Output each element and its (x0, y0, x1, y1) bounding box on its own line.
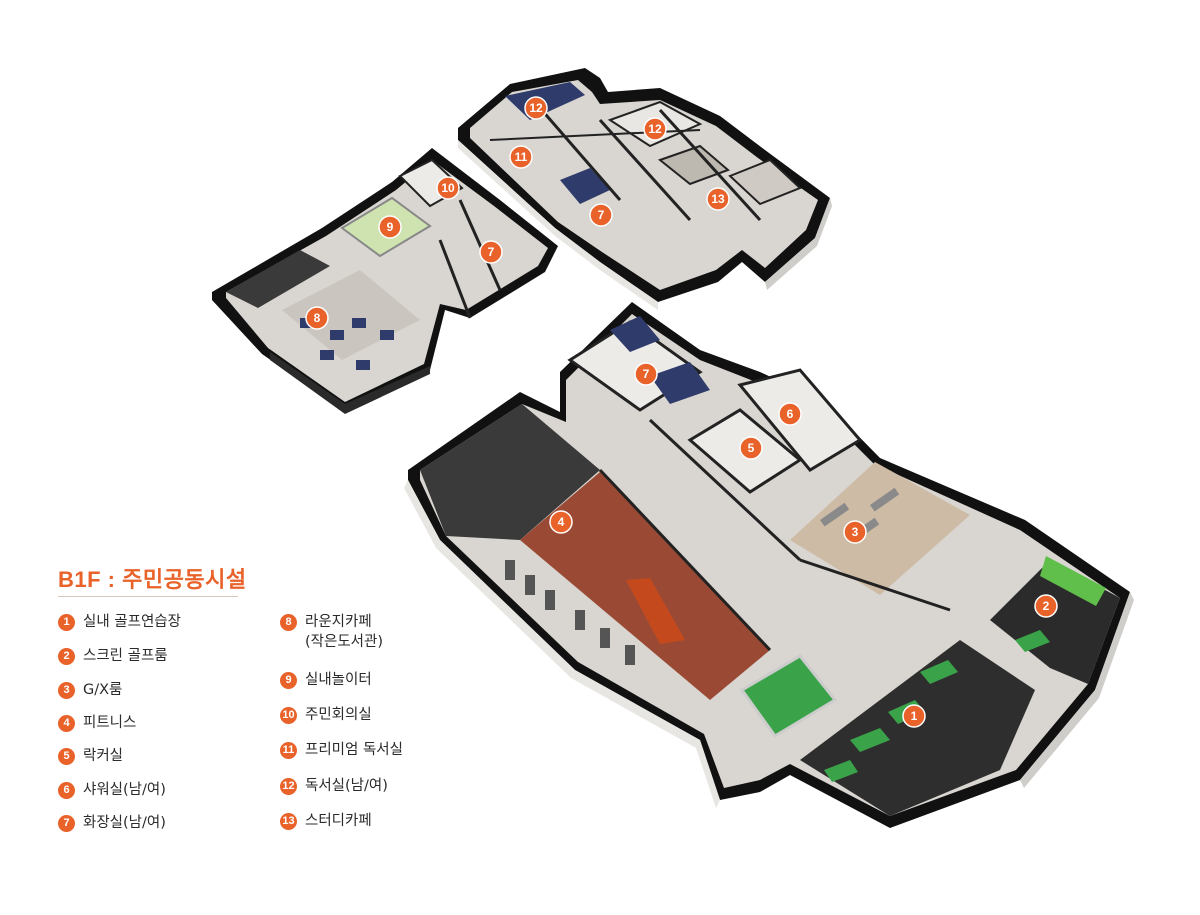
marker-12a: 12 (524, 96, 548, 120)
legend-item: 9 실내놀이터 (280, 670, 372, 690)
legend-label: 락커실 (83, 748, 124, 764)
svg-text:9: 9 (387, 220, 394, 234)
legend-number: 6 (58, 782, 75, 799)
marker-4: 4 (549, 510, 573, 534)
svg-text:1: 1 (911, 709, 918, 723)
marker-7-reading: 7 (589, 203, 613, 227)
svg-text:11: 11 (515, 150, 528, 164)
svg-text:3: 3 (852, 525, 859, 539)
legend-item: 2 스크린 골프룸 (58, 646, 168, 666)
legend-label-sub: (작은도서관) (305, 634, 384, 650)
legend-label: 스터디카페 (305, 813, 372, 829)
marker-8: 8 (305, 306, 329, 330)
svg-text:7: 7 (488, 245, 495, 259)
svg-text:6: 6 (787, 407, 794, 421)
marker-6: 6 (778, 402, 802, 426)
marker-12b: 12 (643, 117, 667, 141)
legend-divider (58, 596, 238, 597)
svg-text:13: 13 (711, 192, 725, 206)
svg-text:7: 7 (643, 367, 650, 381)
legend-item: 6 샤워실(남/여) (58, 780, 166, 800)
block-lounge (212, 148, 558, 414)
block-reading-rooms (458, 68, 832, 310)
svg-text:12: 12 (529, 101, 543, 115)
marker-2: 2 (1034, 594, 1058, 618)
legend-number: 13 (280, 813, 297, 830)
legend-label: 피트니스 (83, 715, 137, 731)
legend-label: 프리미엄 독서실 (305, 742, 403, 758)
marker-1: 1 (902, 704, 926, 728)
legend-label: 화장실(남/여) (83, 815, 166, 831)
legend-number: 8 (280, 614, 297, 631)
legend-number: 4 (58, 715, 75, 732)
legend-item: 13 스터디카페 (280, 811, 372, 831)
svg-text:2: 2 (1043, 599, 1050, 613)
marker-9: 9 (378, 215, 402, 239)
legend-number: 9 (280, 672, 297, 689)
legend-item: 12 독서실(남/여) (280, 776, 388, 796)
legend-item: 5 락커실 (58, 746, 123, 766)
marker-11: 11 (509, 145, 533, 169)
svg-text:5: 5 (748, 441, 755, 455)
svg-text:8: 8 (314, 311, 321, 325)
legend-number: 1 (58, 614, 75, 631)
legend-item: 10 주민회의실 (280, 705, 372, 725)
legend-item: 7 화장실(남/여) (58, 813, 166, 833)
legend-number: 5 (58, 748, 75, 765)
block-main (404, 302, 1134, 828)
legend-label: 주민회의실 (305, 707, 372, 723)
svg-text:7: 7 (598, 208, 605, 222)
legend-item: 3 G/X룸 (58, 680, 122, 700)
legend-number: 7 (58, 815, 75, 832)
marker-7-main: 7 (634, 362, 658, 386)
legend-label: 스크린 골프룸 (83, 648, 168, 664)
legend-label: 실내 골프연습장 (83, 614, 181, 630)
legend-number: 3 (58, 682, 75, 699)
marker-13: 13 (706, 187, 730, 211)
legend-item: 8 라운지카페 (작은도서관) (280, 612, 383, 652)
marker-10: 10 (436, 176, 460, 200)
marker-5: 5 (739, 436, 763, 460)
legend-label: 독서실(남/여) (305, 778, 388, 794)
marker-3: 3 (843, 520, 867, 544)
legend-title: B1F : 주민공동시설 (58, 567, 247, 592)
legend-item: 11 프리미엄 독서실 (280, 740, 403, 760)
legend-number: 12 (280, 778, 297, 795)
legend-label: 라운지카페 (305, 614, 372, 630)
legend-number: 10 (280, 707, 297, 724)
marker-7-lounge: 7 (479, 240, 503, 264)
svg-text:12: 12 (648, 122, 662, 136)
legend-item: 4 피트니스 (58, 713, 136, 733)
legend-number: 2 (58, 648, 75, 665)
legend-number: 11 (280, 742, 297, 759)
svg-text:10: 10 (441, 181, 455, 195)
legend-label: 실내놀이터 (305, 672, 372, 688)
legend-item: 1 실내 골프연습장 (58, 612, 181, 632)
svg-text:4: 4 (558, 515, 565, 529)
legend-label: G/X룸 (83, 682, 123, 698)
legend-label: 샤워실(남/여) (83, 782, 166, 798)
